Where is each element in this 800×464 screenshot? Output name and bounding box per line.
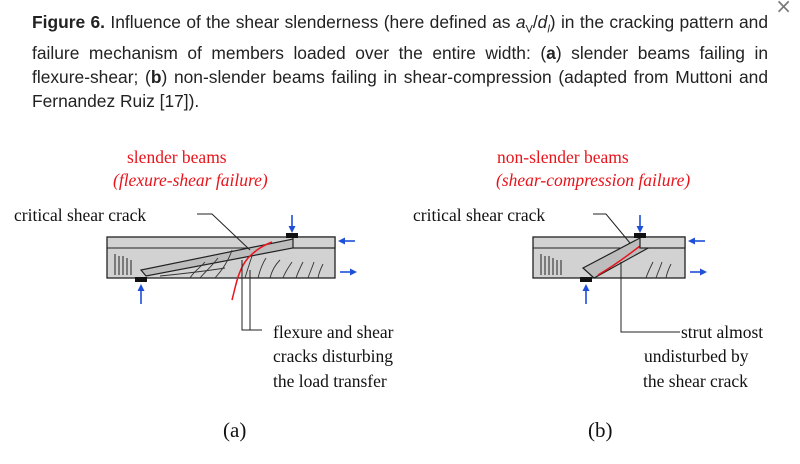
panel-a-note-line3: the load transfer bbox=[273, 371, 387, 391]
panel-a-top-plate bbox=[286, 233, 298, 238]
panel-a-crack-leader bbox=[197, 213, 251, 251]
caption-text-4: ) non-slender beams failing in shear-com… bbox=[32, 67, 768, 112]
panel-a-bottom-plate bbox=[135, 277, 147, 282]
panel-b-sublabel: (b) bbox=[588, 418, 613, 442]
caption-text-5: ]). bbox=[183, 91, 200, 112]
panel-a-title-line1: slender beams bbox=[127, 147, 227, 167]
panel-b-note-line2: undisturbed by bbox=[644, 346, 749, 366]
panel-a-note-line2: cracks disturbing bbox=[273, 346, 393, 366]
caption-var-a: a bbox=[515, 12, 526, 32]
panel-b-note-leader bbox=[620, 262, 680, 333]
panel-a-flange bbox=[292, 236, 336, 249]
caption-b-label: b bbox=[150, 67, 162, 88]
panel-b-title-line1: non-slender beams bbox=[497, 147, 629, 167]
panel-a-note-leader bbox=[241, 260, 262, 331]
panel-a-sublabel: (a) bbox=[223, 418, 246, 442]
panel-b-bottom-plate bbox=[580, 277, 592, 282]
panel-b: non-slender beams (shear-compression fai… bbox=[413, 147, 763, 442]
caption-text-1: Influence of the shear slenderness (here… bbox=[105, 12, 516, 32]
panel-a-title-line2: (flexure-shear failure) bbox=[113, 170, 268, 190]
panel-b-top-plate bbox=[634, 233, 646, 238]
figure-caption: Figure 6. Influence of the shear slender… bbox=[32, 10, 768, 113]
panel-a: slender beams (flexure-shear failure) cr… bbox=[14, 147, 394, 442]
caption-var-d: d bbox=[537, 12, 548, 32]
panel-b-title-line2: (shear-compression failure) bbox=[496, 170, 690, 190]
panel-a-crack-label: critical shear crack bbox=[14, 205, 146, 225]
close-icon[interactable]: × bbox=[775, 0, 792, 18]
caption-slash: / bbox=[532, 12, 538, 32]
panel-b-note-line3: the shear crack bbox=[643, 371, 748, 391]
panel-b-crack-label: critical shear crack bbox=[413, 205, 545, 225]
caption-sub-v: V bbox=[525, 23, 533, 36]
caption-text-3: ) slender beams failing in flexure-shear… bbox=[32, 43, 768, 88]
panel-a-note-line1: flexure and shear bbox=[273, 322, 394, 342]
panel-b-note-line1: strut almost bbox=[681, 322, 763, 342]
caption-reference-link[interactable]: 17 bbox=[164, 91, 184, 112]
caption-sub-l: l bbox=[547, 23, 550, 36]
panel-b-crack-leader bbox=[593, 213, 631, 244]
panel-b-flange bbox=[639, 236, 686, 249]
caption-label: Figure 6. bbox=[32, 12, 106, 32]
caption-a-label: a bbox=[546, 43, 556, 64]
caption-text-2: ) in the cracking pattern and failure me… bbox=[32, 12, 769, 64]
